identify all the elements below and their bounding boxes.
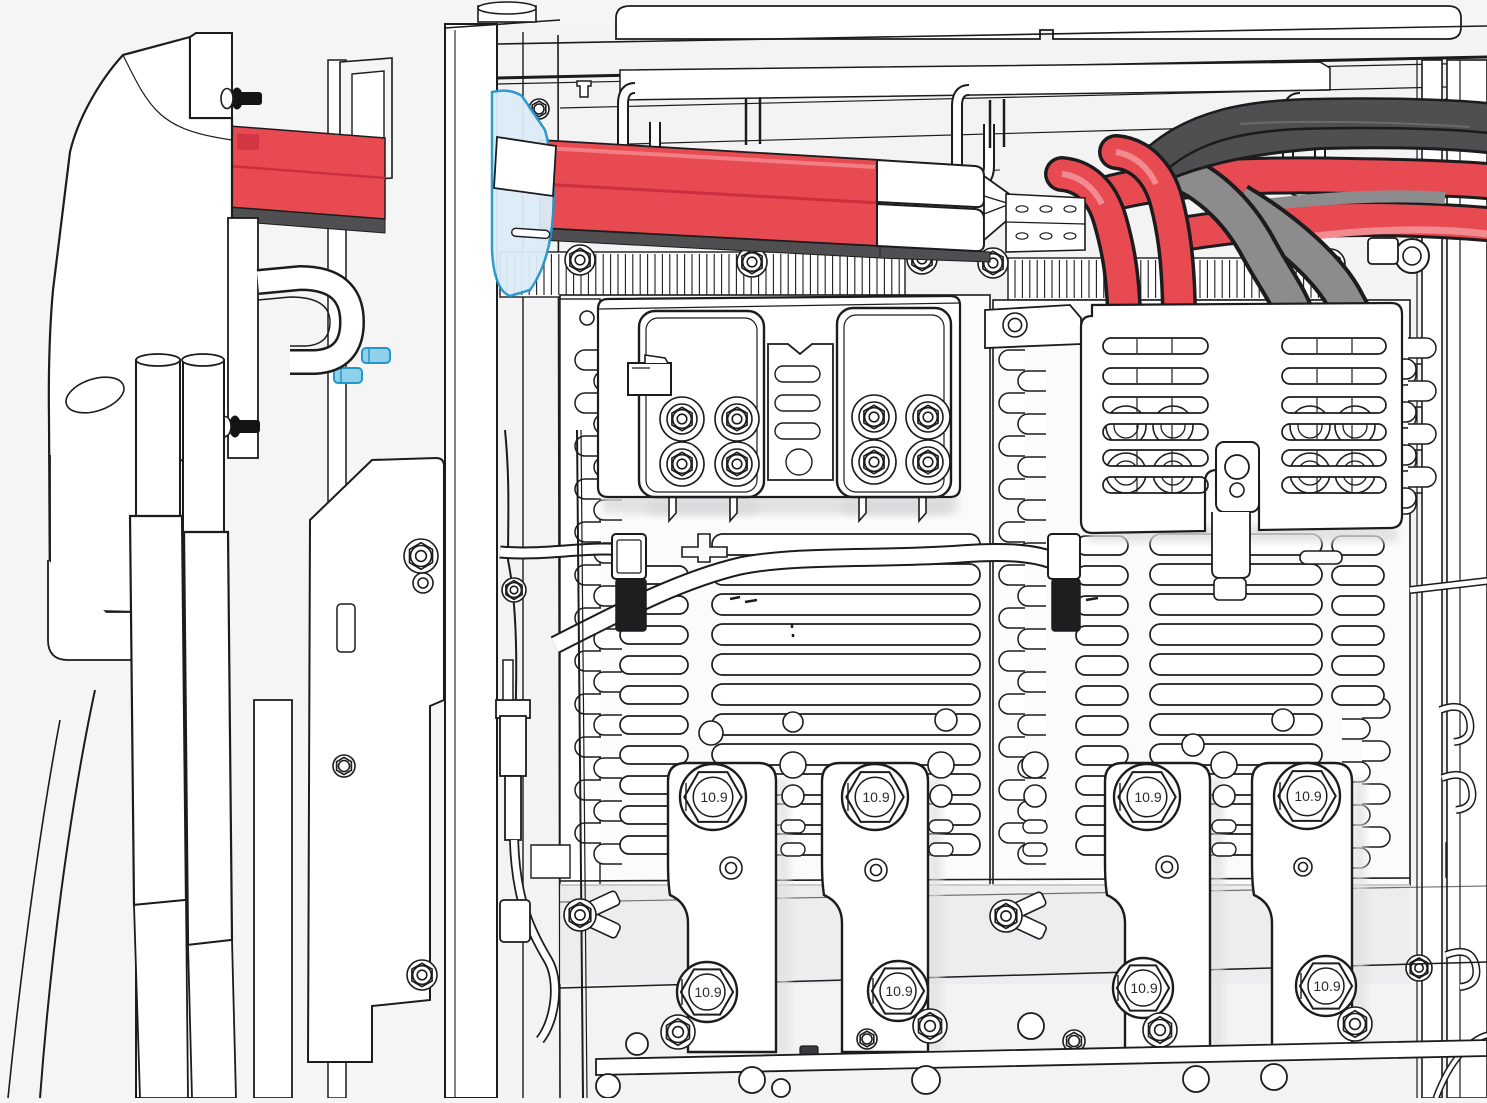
svg-text:10.9: 10.9 [862,789,889,805]
svg-text:10.9: 10.9 [700,789,727,805]
svg-text:10.9: 10.9 [1313,978,1340,994]
svg-text:10.9: 10.9 [694,984,721,1000]
svg-text:10.9: 10.9 [1134,789,1161,805]
svg-text:10.9: 10.9 [1294,788,1321,804]
svg-text:10.9: 10.9 [1130,980,1157,996]
svg-text:10.9: 10.9 [885,983,912,999]
